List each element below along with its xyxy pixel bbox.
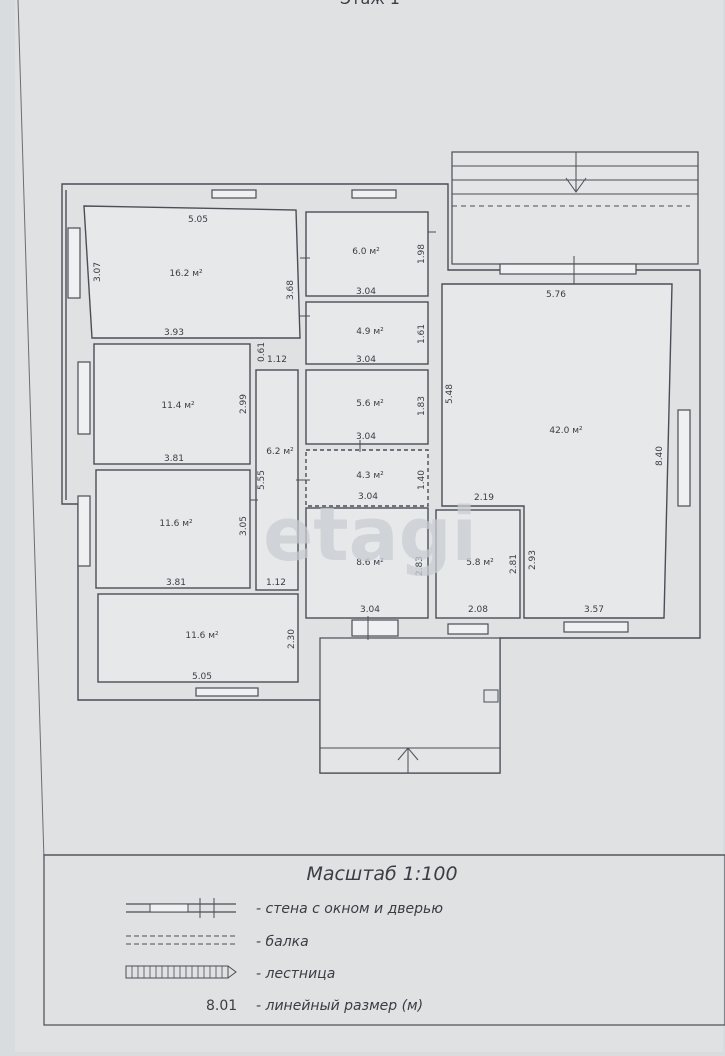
window [211, 189, 257, 199]
scale-label: Масштаб 1:100 [306, 863, 457, 885]
dimension-label: 3.81 [166, 578, 186, 588]
dimension-label: 8.40 [655, 446, 665, 466]
room-area-label: 11.6 м² [185, 631, 219, 641]
room-area-label: 4.3 м² [356, 471, 384, 481]
dimension-label: 5.76 [546, 290, 566, 300]
dimension-label: 3.05 [239, 516, 249, 536]
room-6-2 [255, 369, 299, 591]
dimension-label: 1.98 [417, 244, 427, 264]
dimension-label: 2.19 [474, 493, 494, 503]
room-11-6-b [97, 593, 299, 683]
dimension-label: 3.04 [356, 432, 376, 442]
dimension-label: 1.12 [267, 355, 287, 365]
dimension-label: 5.48 [445, 384, 455, 404]
sheet-title: Этаж 1 [340, 0, 400, 8]
legend-item-label: - балка [256, 934, 309, 950]
terrace-top [451, 151, 699, 265]
window [77, 495, 91, 567]
frame-left-line [17, 0, 45, 861]
dimension-label: 3.07 [93, 262, 103, 282]
room-area-label: 16.2 м² [169, 269, 203, 279]
room-5-8 [435, 509, 521, 619]
dimension-label: 2.30 [287, 629, 297, 649]
dimension-label: 5.05 [192, 672, 212, 682]
room-area-label: 6.2 м² [266, 447, 294, 457]
room-area-label: 11.6 м² [159, 519, 193, 529]
window [563, 621, 629, 633]
dimension-label: 0.61 [257, 342, 267, 362]
legend-wall-symbol [126, 898, 236, 918]
dimension-label: 2.99 [239, 394, 249, 414]
dimension-label: 1.83 [417, 396, 427, 416]
room-11-4 [93, 343, 251, 465]
legend-item-label: - лестница [256, 966, 335, 982]
watermark-logo: etagi [263, 492, 477, 578]
window [351, 189, 397, 199]
dimension-label: 5.55 [257, 470, 267, 490]
legend-stair-symbol [125, 965, 237, 979]
dimension-label: 2.83 [415, 556, 425, 576]
dimension-label: 5.05 [188, 215, 208, 225]
legend-item-label: - стена с окном и дверью [256, 901, 443, 917]
window [499, 263, 637, 275]
dimension-label: 2.08 [468, 605, 488, 615]
room-4-3 [305, 449, 429, 507]
room-area-label: 11.4 м² [161, 401, 195, 411]
window [195, 687, 259, 697]
room-5-6 [305, 369, 429, 445]
dimension-label: 3.04 [360, 605, 380, 615]
room-16-2 [83, 205, 301, 339]
legend-beam-symbol [126, 935, 236, 945]
room-area-label: 5.8 м² [466, 558, 494, 568]
dimension-label: 3.93 [164, 328, 184, 338]
room-6-0 [305, 211, 429, 297]
dimension-label: 3.04 [358, 492, 378, 502]
dimension-label: 1.12 [266, 578, 286, 588]
window [77, 361, 91, 435]
room-area-label: 5.6 м² [356, 399, 384, 409]
dimension-label: 1.40 [417, 470, 427, 490]
window [677, 409, 691, 507]
dimension-label: 3.04 [356, 355, 376, 365]
dimension-label: 3.57 [584, 605, 604, 615]
legend-dimension-sample: 8.01 [206, 998, 237, 1014]
room-area-label: 42.0 м² [549, 426, 583, 436]
dimension-label: 3.81 [164, 454, 184, 464]
dimension-label: 3.68 [286, 280, 296, 300]
dimension-label: 2.81 [509, 554, 519, 574]
dimension-label: 3.04 [356, 287, 376, 297]
porch-bottom [319, 637, 501, 774]
room-8-6 [305, 507, 429, 619]
dimension-label: 1.61 [417, 324, 427, 344]
room-4-9 [305, 301, 429, 365]
room-area-label: 4.9 м² [356, 327, 384, 337]
window [447, 623, 489, 635]
window [351, 619, 399, 637]
room-area-label: 6.0 м² [352, 247, 380, 257]
dimension-label: 2.93 [528, 550, 538, 570]
door-marks [250, 231, 436, 501]
window [67, 227, 81, 299]
room-area-label: 8.6 м² [356, 558, 384, 568]
room-11-6-a [95, 469, 251, 589]
legend-item-label: - линейный размер (м) [256, 998, 423, 1014]
room-42-0 [441, 283, 673, 619]
